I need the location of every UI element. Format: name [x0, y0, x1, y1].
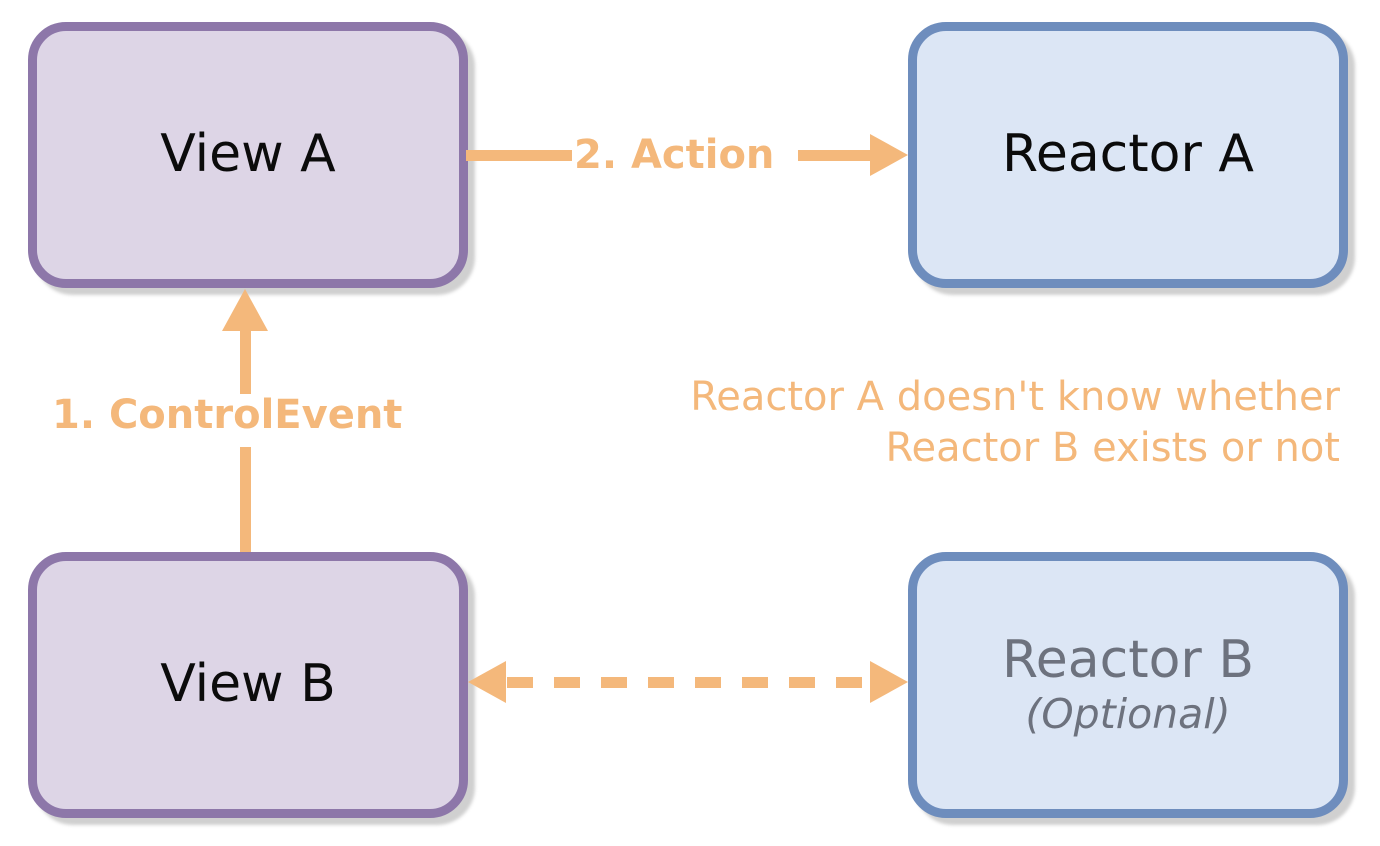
control-event-arrow-label: 1. ControlEvent — [52, 392, 403, 438]
box-view-b: View B — [28, 552, 468, 818]
box-reactor-b-sublabel: (Optional) — [1025, 690, 1231, 739]
optional-link-arrowhead-left-icon — [468, 661, 506, 703]
action-arrow-line-left — [466, 150, 572, 161]
box-reactor-a-label: Reactor A — [1002, 124, 1254, 185]
action-arrow-label: 2. Action — [574, 132, 775, 178]
control-event-arrowhead-up-icon — [222, 289, 268, 331]
annotation-line-2: Reactor B exists or not — [885, 425, 1341, 471]
box-reactor-b: Reactor B (Optional) — [908, 552, 1348, 818]
box-view-a: View A — [28, 22, 468, 288]
control-event-arrow-line-top — [240, 331, 251, 394]
action-arrowhead-right-icon — [870, 134, 908, 176]
optional-link-arrowhead-right-icon — [870, 661, 908, 703]
box-reactor-a: Reactor A — [908, 22, 1348, 288]
annotation-line-1: Reactor A doesn't know whether — [690, 374, 1340, 420]
annotation-text: Reactor A doesn't know whether Reactor B… — [690, 372, 1340, 474]
optional-link-dashed-line — [507, 677, 870, 688]
box-view-a-label: View A — [160, 124, 336, 185]
action-arrow-line-right — [798, 150, 872, 161]
control-event-arrow-line-bottom — [240, 447, 251, 552]
box-view-b-label: View B — [160, 654, 336, 715]
box-reactor-b-label: Reactor B — [1001, 629, 1255, 690]
